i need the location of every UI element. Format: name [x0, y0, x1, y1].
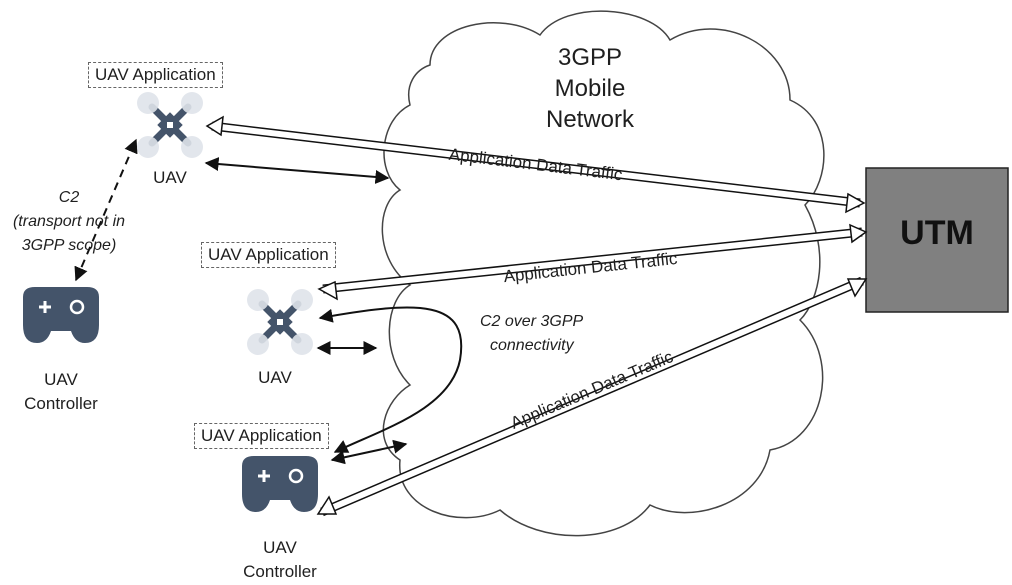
controller-bottom-label-line2: Controller	[243, 562, 317, 581]
uav-top-network-link	[204, 157, 390, 184]
c2-3gpp-label-line1: C2 over 3GPP	[480, 313, 584, 330]
uav-mid-app-box: UAV Application	[201, 242, 336, 268]
c2-direct-link	[74, 138, 138, 282]
controller-left-label-line2: Controller	[24, 394, 98, 413]
traffic-arrow-middle	[317, 223, 868, 301]
network-label-line2: Mobile	[554, 75, 626, 102]
traffic-arrow-bottom	[316, 276, 868, 517]
uav-mid-icon	[247, 289, 313, 355]
c2-3gpp-label-line2: connectivity	[490, 337, 574, 354]
c2-direct-label-line2: (transport not in	[12, 213, 126, 230]
controller-left-label-line1: UAV	[44, 370, 78, 389]
c2-direct-label-line3: 3GPP scope)	[21, 237, 117, 254]
c2-3gpp-label: C2 over 3GPP connectivity	[480, 310, 583, 358]
uav-mid-label: UAV	[258, 368, 292, 387]
traffic-arrow-top	[205, 115, 866, 214]
controller-bottom-label: UAV Controller	[225, 536, 335, 584]
controller-bottom-label-line1: UAV	[263, 538, 297, 557]
controller-left-label: UAV Controller	[6, 368, 116, 416]
utm-label: UTM	[900, 214, 974, 252]
network-label-line1: 3GPP	[557, 44, 623, 71]
mobile-network-cloud	[381, 10, 825, 537]
controller-left-icon	[21, 285, 101, 345]
network-label: 3GPP Mobile Network	[525, 42, 655, 135]
controller-bottom-icon	[240, 454, 320, 514]
c2-direct-label-line1: C2	[58, 189, 80, 206]
uav-top-app-box: UAV Application	[88, 62, 223, 88]
c2-direct-label: C2 (transport not in 3GPP scope)	[2, 186, 136, 258]
uav-top-icon	[137, 92, 203, 158]
controller-network-link	[330, 439, 408, 465]
network-label-line3: Network	[545, 106, 635, 133]
utm-box	[865, 167, 1009, 313]
c2-3gpp-curve	[318, 306, 463, 453]
uav-top-label: UAV	[153, 168, 187, 187]
controller-bottom-app-box: UAV Application	[194, 423, 329, 449]
